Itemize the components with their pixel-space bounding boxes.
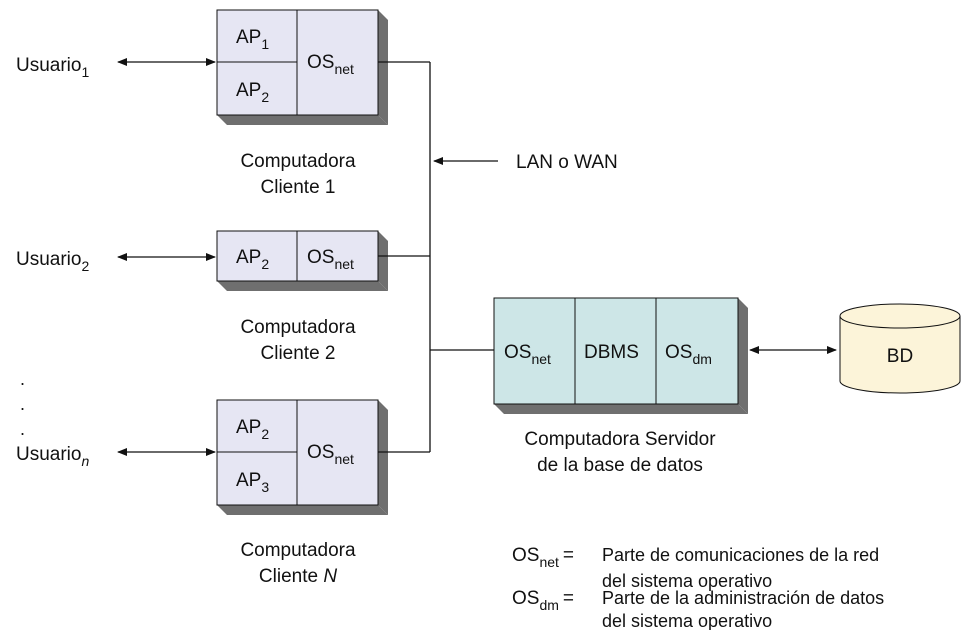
user-n-label: Usuarion: [16, 444, 89, 469]
legend-os-dm-desc-line1: Parte de la administración de datos: [602, 588, 884, 608]
legend: OSnet= Parte de comunicaciones de la red…: [512, 545, 884, 630]
legend-os-dm-term: OSdm=: [512, 588, 574, 613]
ellipsis-dot-1: .: [20, 369, 25, 389]
client-2-os-label: OSnet: [307, 247, 354, 272]
client-n-caption-line2: Cliente N: [259, 566, 337, 587]
legend-os-net-desc-line2: del sistema operativo: [602, 571, 772, 591]
client-1-caption-line2: Cliente 1: [261, 177, 336, 198]
ellipsis-dot-3: .: [20, 419, 25, 439]
server-os-dm-label: OSdm: [665, 342, 712, 367]
network-bus: [378, 61, 494, 453]
database-cylinder-icon: [839, 303, 961, 394]
client-n-app-2-label: AP3: [236, 470, 269, 495]
legend-os-dm-desc-line2: del sistema operativo: [602, 611, 772, 630]
client-1-box: AP1 AP2 OSnet: [216, 9, 388, 125]
client-2-app-1-label: AP2: [236, 247, 269, 272]
client-n-app-1-label: AP2: [236, 417, 269, 442]
server-box: OSnet DBMS OSdm: [493, 297, 748, 414]
client-1-app-1-label: AP1: [236, 27, 269, 52]
legend-os-net-desc-line1: Parte de comunicaciones de la red: [602, 545, 879, 565]
client-2-caption-line1: Computadora: [240, 317, 356, 338]
server-caption-line1: Computadora Servidor: [524, 429, 716, 450]
client-n-caption-line1: Computadora: [240, 540, 356, 561]
client-n-os-label: OSnet: [307, 442, 354, 467]
user-1-label: Usuario1: [16, 55, 89, 80]
client-1-app-2-label: AP2: [236, 80, 269, 105]
server-caption-line2: de la base de datos: [537, 455, 703, 476]
ellipsis-dot-2: .: [20, 394, 25, 414]
user-2-label: Usuario2: [16, 249, 89, 274]
client-1-caption-line1: Computadora: [240, 151, 356, 172]
client-2-caption-line2: Cliente 2: [261, 343, 336, 364]
legend-os-net-term: OSnet=: [512, 545, 574, 570]
network-label: LAN o WAN: [516, 152, 618, 173]
server-os-net-label: OSnet: [504, 342, 551, 367]
client-1-os-label: OSnet: [307, 52, 354, 77]
server-dbms-label: DBMS: [584, 342, 639, 363]
database-label: BD: [887, 346, 913, 367]
client-2-box: AP2 OSnet: [216, 230, 388, 291]
client-n-box: AP2 AP3 OSnet: [216, 399, 388, 515]
